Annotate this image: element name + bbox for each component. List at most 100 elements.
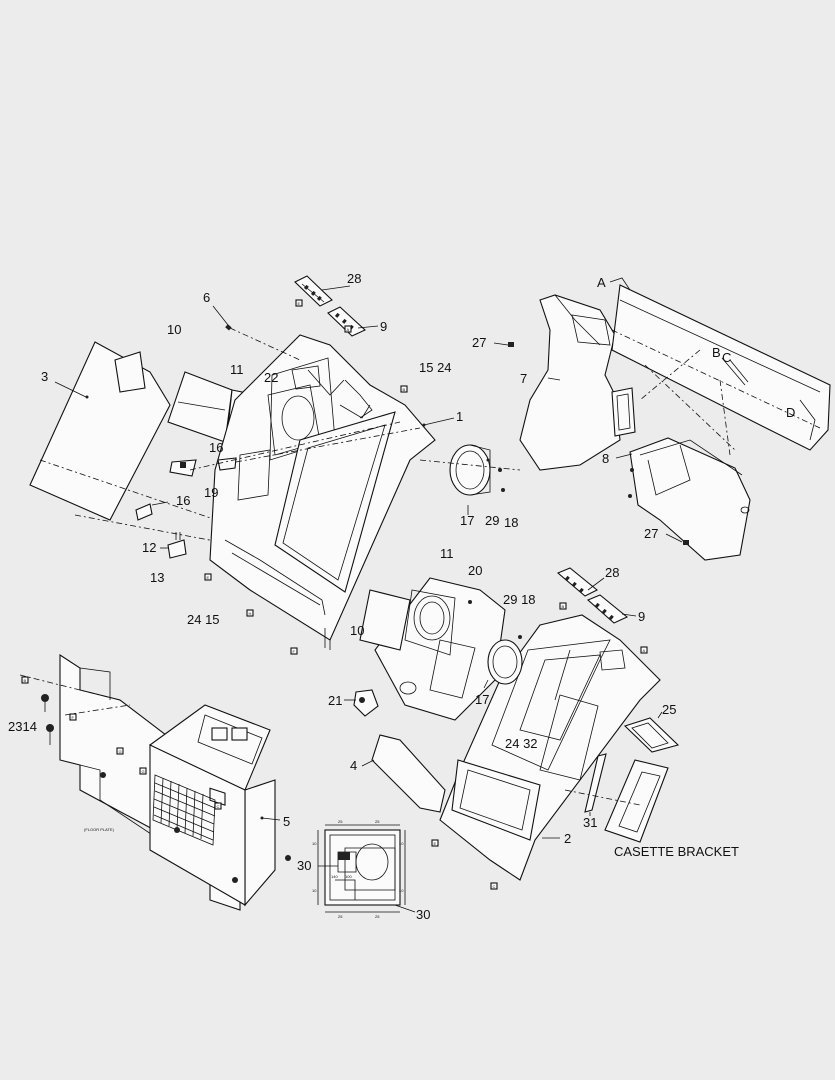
- svg-text:B: B: [562, 604, 565, 609]
- svg-text:G: G: [119, 749, 122, 754]
- callout-D: D: [786, 405, 795, 420]
- callout-30-lower: 30: [416, 907, 430, 922]
- svg-text:C: C: [493, 884, 496, 889]
- part-16-bracket-lower: [135, 501, 169, 521]
- callout-28-lower: 28: [605, 565, 619, 580]
- part-10-lower-cover: [359, 589, 411, 651]
- dim-top-a: 25: [338, 819, 343, 824]
- reference-tags: E B E H F B F G G C B A E C A: [21, 299, 648, 890]
- svg-text:B: B: [24, 678, 27, 683]
- callout-17-upper: 17: [460, 513, 474, 528]
- callout-22: 22: [264, 370, 278, 385]
- part-5-console-box: [149, 704, 281, 907]
- part-28-lower-vent: [556, 567, 605, 597]
- callout-A: A: [597, 275, 606, 290]
- ref-tag: E: [204, 573, 212, 581]
- ref-tag: G: [139, 767, 147, 775]
- callout-8: 8: [602, 451, 609, 466]
- part-27-screw-upper: [493, 342, 514, 347]
- ref-tag: F: [290, 647, 298, 655]
- part-4-small-panel: [361, 734, 446, 813]
- svg-text:A: A: [643, 648, 646, 653]
- callout-10-upper: 10: [167, 322, 181, 337]
- ref-tag: B: [559, 602, 567, 610]
- dim-bot-a: 25: [338, 914, 343, 919]
- callout-2314: 2314: [8, 719, 37, 734]
- part-8-duct: [615, 437, 751, 561]
- svg-text:C: C: [217, 804, 220, 809]
- callout-21: 21: [328, 693, 342, 708]
- callout-27-upper: 27: [472, 335, 486, 350]
- svg-text:A: A: [347, 327, 350, 332]
- callout-28-upper: 28: [347, 271, 361, 286]
- callout-11-upper: 11: [230, 362, 244, 377]
- part-abcd-rear-panel: [609, 277, 831, 456]
- callout-25: 25: [662, 702, 676, 717]
- callout-18-upper: 18: [504, 515, 518, 530]
- callout-12: 12: [142, 540, 156, 555]
- part-16-bracket-upper: [189, 421, 421, 471]
- part-9-lower-vent: [586, 594, 637, 624]
- svg-text:B: B: [403, 387, 406, 392]
- callout-1: 1: [456, 409, 463, 424]
- svg-text:E: E: [207, 575, 210, 580]
- ref-tag: B: [21, 676, 29, 684]
- svg-text:F: F: [293, 649, 296, 654]
- ref-tag: B: [400, 385, 408, 393]
- callout-31: 31: [583, 815, 597, 830]
- part-17-upper-gauge-ring: [419, 444, 521, 515]
- callout-29-18-lower: 29 18: [503, 592, 536, 607]
- part-23-14-fasteners: [41, 694, 291, 883]
- dim-right-b: 10: [399, 888, 404, 893]
- callout-13: 13: [150, 570, 164, 585]
- ref-tag: E: [431, 839, 439, 847]
- callout-C: C: [722, 350, 731, 365]
- callout-16-upper: 16: [209, 440, 223, 455]
- part-6-screw: [212, 305, 301, 361]
- callout-30-upper: 30: [297, 858, 311, 873]
- callout-B: B: [712, 345, 721, 360]
- ref-tag: A: [640, 646, 648, 654]
- part-30-bracket-detail: [317, 824, 416, 913]
- callout-20: 20: [468, 563, 482, 578]
- svg-text:F: F: [72, 715, 75, 720]
- callout-2: 2: [564, 831, 571, 846]
- part-21-knob: [344, 681, 417, 717]
- dim-bot-b: 25: [375, 914, 380, 919]
- callout-10-lower: 10: [350, 623, 364, 638]
- ref-tag: A: [344, 325, 352, 333]
- dim-top-b: 25: [375, 819, 380, 824]
- svg-text:G: G: [142, 769, 145, 774]
- part-25-bezel: [623, 711, 680, 753]
- callout-29-upper: 29: [485, 513, 499, 528]
- svg-text:H: H: [249, 611, 252, 616]
- callout-19: 19: [204, 485, 218, 500]
- vent-grille: [152, 774, 216, 846]
- part-28-upper-vent: [294, 275, 351, 307]
- bracket-dimensions: 25 25 25 25 10 10 10 10 140 100: [312, 819, 404, 919]
- callout-4: 4: [350, 758, 357, 773]
- ref-tag: E: [295, 299, 303, 307]
- dim-mid-a: 140: [331, 874, 338, 879]
- callout-9-upper: 9: [380, 319, 387, 334]
- part-17-lower-gauge-ring: [483, 635, 523, 689]
- callout-17-lower: 17: [475, 692, 489, 707]
- part-12-13-clip: [160, 532, 187, 559]
- part-2-lower-housing: [439, 614, 661, 881]
- svg-text:E: E: [298, 301, 301, 306]
- callout-6: 6: [203, 290, 210, 305]
- callout-7: 7: [520, 371, 527, 386]
- callout-15-24-upper: 15 24: [419, 360, 452, 375]
- dim-left-b: 10: [312, 888, 317, 893]
- part-9-upper-vent: [327, 306, 379, 337]
- ref-tag: H: [246, 609, 254, 617]
- svg-text:E: E: [434, 841, 437, 846]
- part-10-upper-cover: [167, 371, 233, 443]
- dim-mid-b: 100: [345, 874, 352, 879]
- part-31-strip: [584, 753, 607, 816]
- part-7-duct: [519, 294, 636, 471]
- callout-5: 5: [283, 814, 290, 829]
- callout-labels: 28 9 6 10 11 22 15 24 1 3 16 19 16 12 13…: [8, 271, 795, 922]
- part-19-bracket: [169, 459, 197, 477]
